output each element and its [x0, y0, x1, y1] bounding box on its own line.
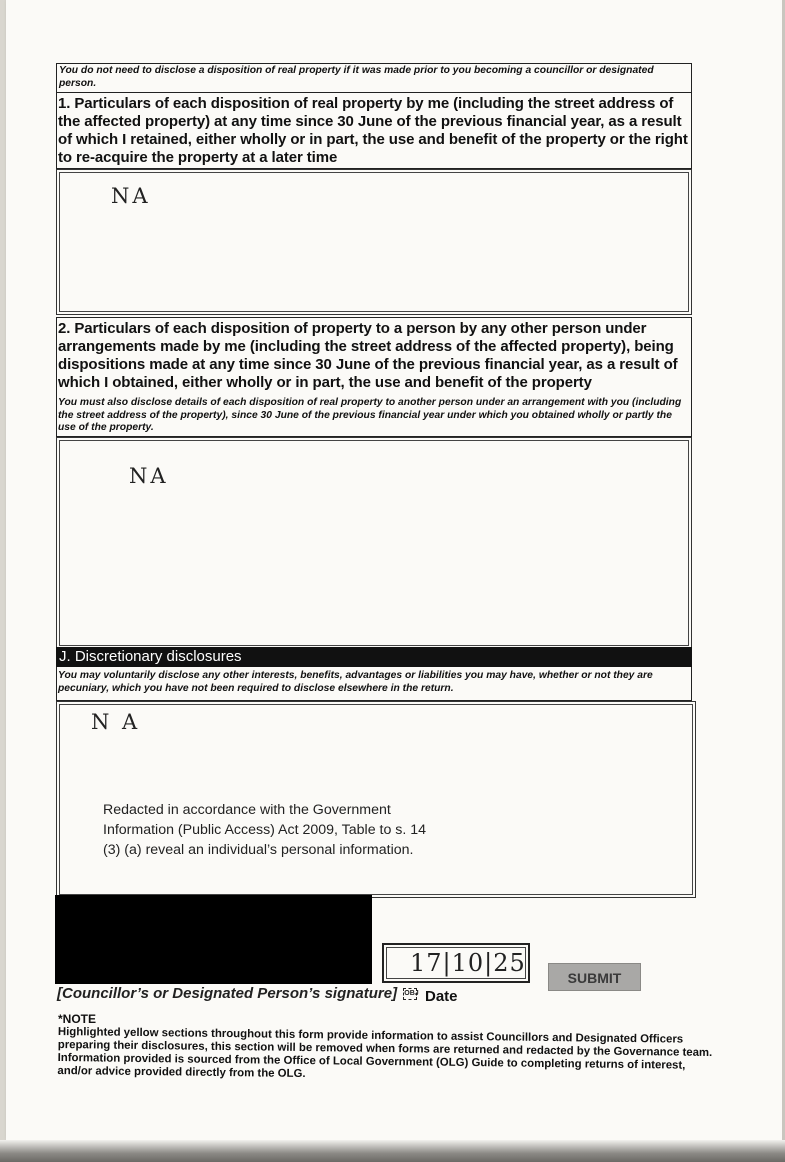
redaction-line-3: (3) (a) reveal an individual’s personal … [103, 842, 414, 858]
section-j-answer-field[interactable]: N A [56, 701, 696, 898]
page-edge [782, 0, 785, 1140]
q1-box [56, 93, 692, 169]
q1-answer-field[interactable]: NA [56, 169, 692, 315]
redaction-notice: Redacted in accordance with the Governme… [103, 800, 426, 860]
date-field[interactable]: 17|10|25 [382, 943, 530, 983]
q2-answer: NA [129, 464, 169, 488]
q2-answer-field[interactable]: NA [56, 437, 692, 649]
q1-answer: NA [111, 184, 151, 208]
scan-edge [0, 1140, 785, 1162]
signature-label: [Councillor’s or Designated Person’s sig… [57, 985, 419, 1002]
intro-note-box [56, 63, 692, 93]
redaction-line-2: Information (Public Access) Act 2009, Ta… [103, 822, 427, 838]
q1-label: 1. Particulars of each disposition of re… [58, 95, 688, 166]
section-j-heading: J. Discretionary disclosures [56, 647, 692, 667]
intro-note: You do not need to disclose a dispositio… [59, 65, 654, 89]
q2-note: You must also disclose details of each d… [58, 397, 682, 433]
note-title: *NOTE [58, 1012, 97, 1026]
q2-label: 2. Particulars of each disposition of pr… [58, 320, 678, 391]
note-body: Highlighted yellow sections throughout t… [57, 1026, 713, 1081]
signature-label-text: [Councillor’s or Designated Person’s sig… [57, 985, 398, 1002]
q2-box [56, 317, 692, 437]
section-j-note: You may voluntarily disclose any other i… [58, 670, 653, 694]
redacted-signature [55, 895, 372, 984]
section-j-note-box [56, 667, 692, 701]
date-label: Date [425, 988, 458, 1005]
submit-button[interactable]: SUBMIT [548, 963, 641, 991]
embedded-object-icon: OBJ [403, 988, 419, 1001]
redaction-line-1: Redacted in accordance with the Governme… [103, 802, 391, 818]
date-value: 17|10|25 [410, 949, 526, 977]
section-j-answer: N A [91, 710, 141, 734]
